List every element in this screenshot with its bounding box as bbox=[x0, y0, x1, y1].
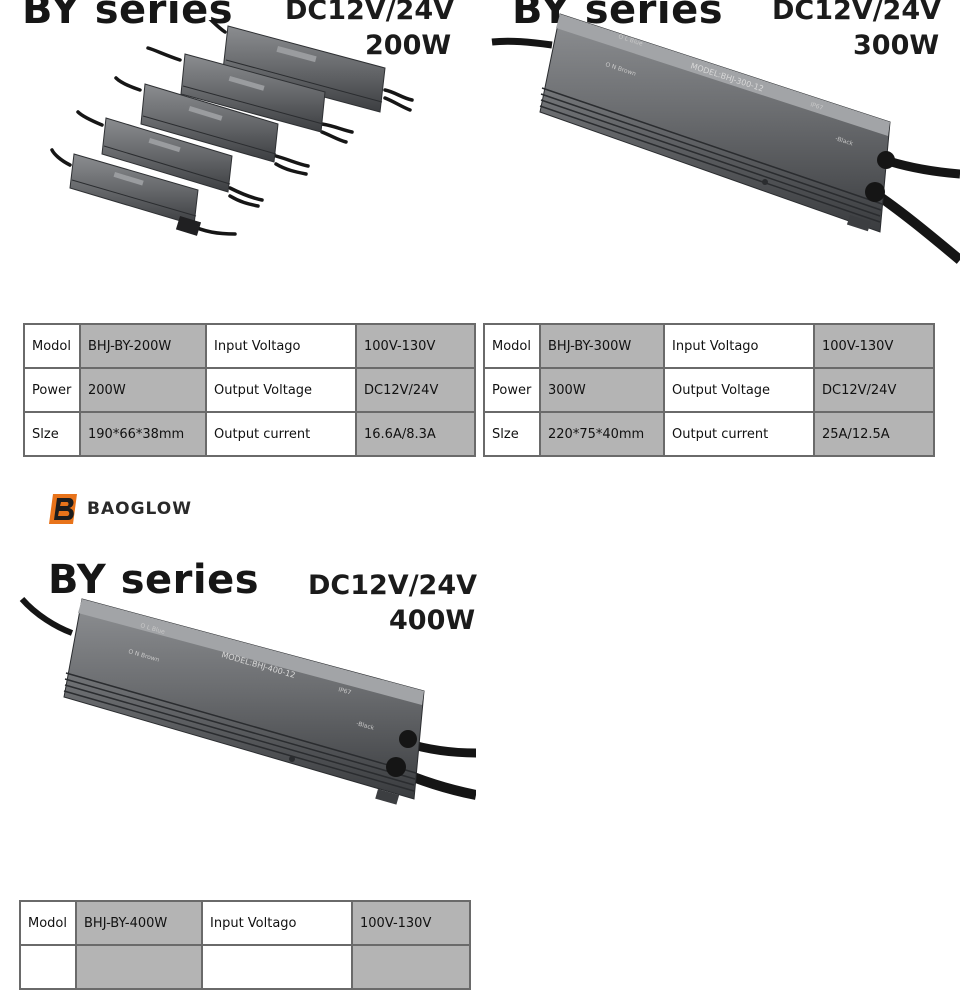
svg-text:IP67: IP67 bbox=[337, 686, 352, 696]
table-cell: 220*75*40mm bbox=[539, 411, 665, 457]
table-row: Power 300W Output Voltage DC12V/24V bbox=[483, 367, 935, 413]
spec-table-400w: Modol BHJ-BY-400W Input Voltago 100V-130… bbox=[19, 900, 471, 990]
power-supply-400w-image: MODEL:BHJ-400-12 O L Blue O N Brown IP67… bbox=[19, 596, 476, 805]
panel-200-wattage: 200W bbox=[365, 30, 452, 61]
table-cell: 25A/12.5A bbox=[813, 411, 935, 457]
spec-table-300w: Modol BHJ-BY-300W Input Voltago 100V-130… bbox=[483, 323, 935, 457]
table-row bbox=[19, 944, 471, 990]
table-cell: 190*66*38mm bbox=[79, 411, 207, 457]
panel-400-voltage: DC12V/24V bbox=[308, 570, 478, 601]
table-row: Modol BHJ-BY-200W Input Voltago 100V-130… bbox=[23, 323, 476, 369]
panel-300-wattage: 300W bbox=[853, 30, 940, 61]
table-cell: 100V-130V bbox=[813, 323, 935, 369]
table-row: Power 200W Output Voltage DC12V/24V bbox=[23, 367, 476, 413]
panel-400-title: BY series bbox=[48, 557, 260, 603]
table-cell bbox=[201, 944, 353, 990]
table-row: Modol BHJ-BY-400W Input Voltago 100V-130… bbox=[19, 900, 471, 946]
table-cell: Input Voltago bbox=[201, 900, 353, 946]
power-supply-300w-image: MODEL:BHJ-300-12 O L Blue O N Brown IP67… bbox=[491, 13, 960, 264]
table-cell: 100V-130V bbox=[351, 900, 471, 946]
panel-400-wattage: 400W bbox=[389, 605, 476, 636]
table-cell bbox=[75, 944, 203, 990]
table-cell: Slze bbox=[23, 411, 81, 457]
table-cell: Output Voltage bbox=[205, 367, 357, 413]
table-cell: Slze bbox=[483, 411, 541, 457]
table-cell: Modol bbox=[483, 323, 541, 369]
table-cell: Output Voltage bbox=[663, 367, 815, 413]
table-cell: Modol bbox=[23, 323, 81, 369]
brand-name: BAOGLOW bbox=[87, 499, 192, 519]
svg-text:-Black: -Black bbox=[355, 720, 375, 732]
table-cell: 200W bbox=[79, 367, 207, 413]
baoglow-logo-icon bbox=[49, 494, 77, 524]
table-cell: BHJ-BY-300W bbox=[539, 323, 665, 369]
brand-logo: BAOGLOW bbox=[47, 494, 192, 524]
table-cell: Output current bbox=[663, 411, 815, 457]
svg-text:IP67: IP67 bbox=[809, 101, 824, 112]
table-row: Modol BHJ-BY-300W Input Voltago 100V-130… bbox=[483, 323, 935, 369]
panel-200-voltage: DC12V/24V bbox=[285, 0, 455, 26]
table-cell: 16.6A/8.3A bbox=[355, 411, 476, 457]
table-cell: Modol bbox=[19, 900, 77, 946]
power-supply-200w-image bbox=[50, 20, 414, 236]
table-cell: Input Voltago bbox=[205, 323, 357, 369]
table-cell: Power bbox=[483, 367, 541, 413]
table-cell: Power bbox=[23, 367, 81, 413]
table-cell bbox=[19, 944, 77, 990]
table-cell: 300W bbox=[539, 367, 665, 413]
table-cell bbox=[351, 944, 471, 990]
panel-200-title: BY series bbox=[22, 0, 234, 33]
table-cell: Output current bbox=[205, 411, 357, 457]
table-row: Slze 190*66*38mm Output current 16.6A/8.… bbox=[23, 411, 476, 457]
panel-300-voltage: DC12V/24V bbox=[772, 0, 942, 26]
table-cell: 100V-130V bbox=[355, 323, 476, 369]
table-row: Slze 220*75*40mm Output current 25A/12.5… bbox=[483, 411, 935, 457]
table-cell: BHJ-BY-400W bbox=[75, 900, 203, 946]
table-cell: DC12V/24V bbox=[813, 367, 935, 413]
table-cell: DC12V/24V bbox=[355, 367, 476, 413]
table-cell: BHJ-BY-200W bbox=[79, 323, 207, 369]
spec-table-200w: Modol BHJ-BY-200W Input Voltago 100V-130… bbox=[23, 323, 476, 457]
table-cell: Input Voltago bbox=[663, 323, 815, 369]
panel-300-title: BY series bbox=[512, 0, 724, 33]
